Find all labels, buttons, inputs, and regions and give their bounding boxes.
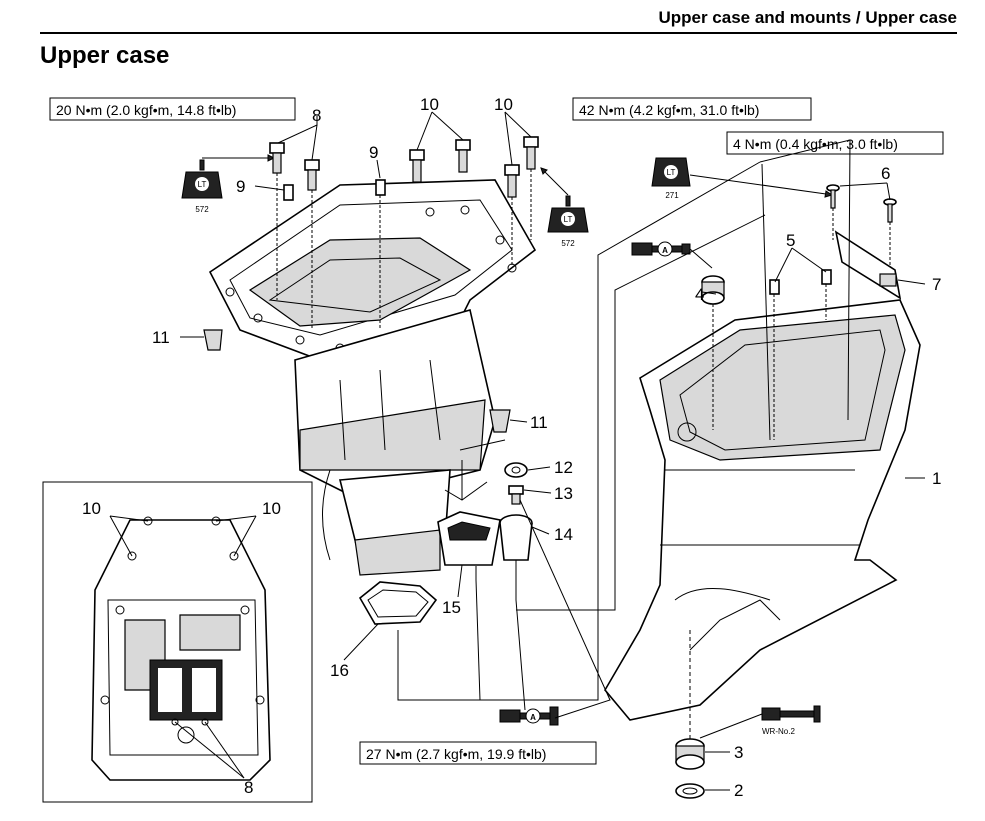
callout-11-right: 11 [530,413,548,432]
bolt-part-10-b [455,139,471,173]
callout-4: 4 [695,285,704,304]
torque-spec-20-text: 20 N•m (2.0 kgf•m, 14.8 ft•lb) [56,102,236,118]
page-title: Upper case [40,42,170,69]
loctite-271-icon: LT 271 [651,157,834,200]
callout-14: 14 [554,525,573,544]
svg-text:LT: LT [667,168,676,177]
svg-text:572: 572 [561,239,575,248]
torque-spec-4: 4 N•m (0.4 kgf•m, 3.0 ft•lb) [726,131,944,155]
svg-text:A: A [530,713,536,722]
upper-case-plate-assembly [208,179,537,576]
callout-5: 5 [786,231,795,250]
washer-part-12 [504,462,528,478]
callout-1: 1 [932,469,941,488]
bolt-part-10-c [504,164,520,268]
loctite-572-icon: LT 572 [181,154,276,214]
dowel-part-9-b [375,179,386,196]
header-rule [40,32,957,34]
dowel-part-9-a [283,184,294,201]
torque-spec-27: 27 N•m (2.7 kgf•m, 19.9 ft•lb) [359,741,597,765]
callout-7: 7 [932,275,941,294]
callout-6: 6 [881,164,890,183]
bolt-part-13 [508,485,524,505]
callout-3: 3 [734,743,743,762]
svg-text:LT: LT [198,180,207,189]
callout-10-top-right: 10 [494,95,513,114]
svg-text:A: A [662,246,668,255]
callout-2: 2 [734,781,743,800]
callout-10-inset-right: 10 [262,499,281,518]
dowel-part-5-b [821,269,832,285]
grease-wr-label: WR-No.2 [762,727,795,736]
callout-8-top: 8 [312,106,321,125]
section-title: Upper case and mounts / Upper case [658,8,957,27]
callout-8-inset: 8 [244,778,253,797]
torque-spec-42-text: 42 N•m (4.2 kgf•m, 31.0 ft•lb) [579,102,759,118]
seal-part-15 [437,511,501,566]
screw-part-6-a [826,184,840,240]
callout-10-top-left: 10 [420,95,439,114]
inset-detail-view [42,481,313,803]
callout-11-left: 11 [152,328,170,347]
nut-part-3 [675,738,705,770]
dowel-part-5-a [769,279,780,295]
upper-case-part-1 [604,299,921,721]
washer-part-2 [675,783,705,799]
bolt-part-8-a [269,142,285,300]
bolt-part-10-d [523,136,539,240]
torque-spec-20: 20 N•m (2.0 kgf•m, 14.8 ft•lb) [49,97,296,121]
screw-part-6-b [883,198,897,270]
seal-part-16 [358,581,438,625]
svg-text:LT: LT [564,215,573,224]
callout-15: 15 [442,598,461,617]
callout-9-right: 9 [369,143,378,162]
svg-text:271: 271 [665,191,679,200]
loctite-572-icon-right: LT 572 [540,167,589,248]
bolt-part-10-a [409,149,425,183]
grease-a-icon-top: A [631,241,713,269]
callout-16: 16 [330,661,349,680]
grease-wr-icon: A WR-No.2 [699,705,821,739]
torque-spec-42: 42 N•m (4.2 kgf•m, 31.0 ft•lb) [572,97,812,121]
grommet-part-4 [701,275,725,430]
callout-10-inset-left: 10 [82,499,101,518]
callout-13: 13 [554,484,573,503]
callout-9-left: 9 [236,177,245,196]
svg-text:572: 572 [195,205,209,214]
torque-spec-4-text: 4 N•m (0.4 kgf•m, 3.0 ft•lb) [733,136,898,152]
grommet-part-11-right [489,409,511,433]
callout-12: 12 [554,458,573,477]
torque-spec-27-text: 27 N•m (2.7 kgf•m, 19.9 ft•lb) [366,746,546,762]
grease-a-icon-bottom: A [499,706,559,726]
plug-part-14 [499,514,533,561]
grommet-part-11-left [203,329,223,351]
